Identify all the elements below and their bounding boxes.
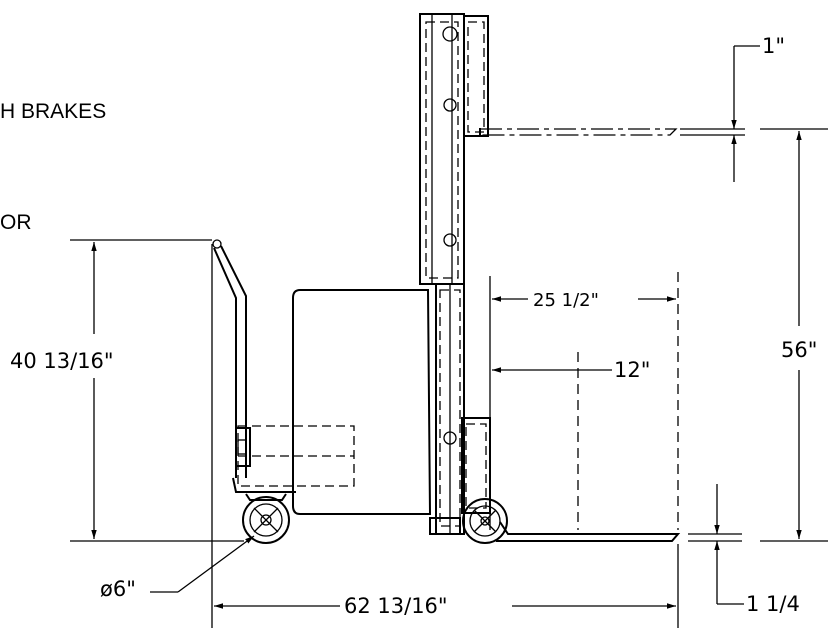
rear-caster <box>242 493 290 544</box>
or-note: OR <box>0 211 32 234</box>
raised-fork <box>479 128 678 136</box>
overall-length-dimension: 62 13/16" <box>211 244 679 628</box>
lowered-height-label: 1 1/4 <box>746 592 800 616</box>
lift-height-dimension: 56" <box>760 128 828 542</box>
fork-thickness-label: 1" <box>762 34 785 58</box>
load-center-label: 25 1/2" <box>533 290 599 311</box>
overall-height-dimension: 40 13/16" <box>8 239 244 542</box>
lift-height-label: 56" <box>781 338 817 362</box>
brakes-note: H BRAKES <box>0 100 107 123</box>
lowered-fork <box>496 521 681 542</box>
fork-offset-label: 12" <box>614 358 650 382</box>
fork-offset-dimension: 12" <box>492 352 650 530</box>
fork-thickness-dimension: 1" <box>680 34 785 182</box>
handle <box>212 239 296 493</box>
wheel-diameter-dimension: ø6" <box>100 535 255 601</box>
front-wheel <box>429 498 508 544</box>
overall-length-label: 62 13/16" <box>344 594 448 618</box>
wheel-diameter-label: ø6" <box>100 577 136 601</box>
overall-height-label: 40 13/16" <box>10 349 114 373</box>
lowered-height-dimension: 1 1/4 <box>688 484 800 616</box>
mast <box>419 13 491 535</box>
battery-box <box>235 289 432 515</box>
load-center-dimension: 25 1/2" <box>489 272 679 530</box>
